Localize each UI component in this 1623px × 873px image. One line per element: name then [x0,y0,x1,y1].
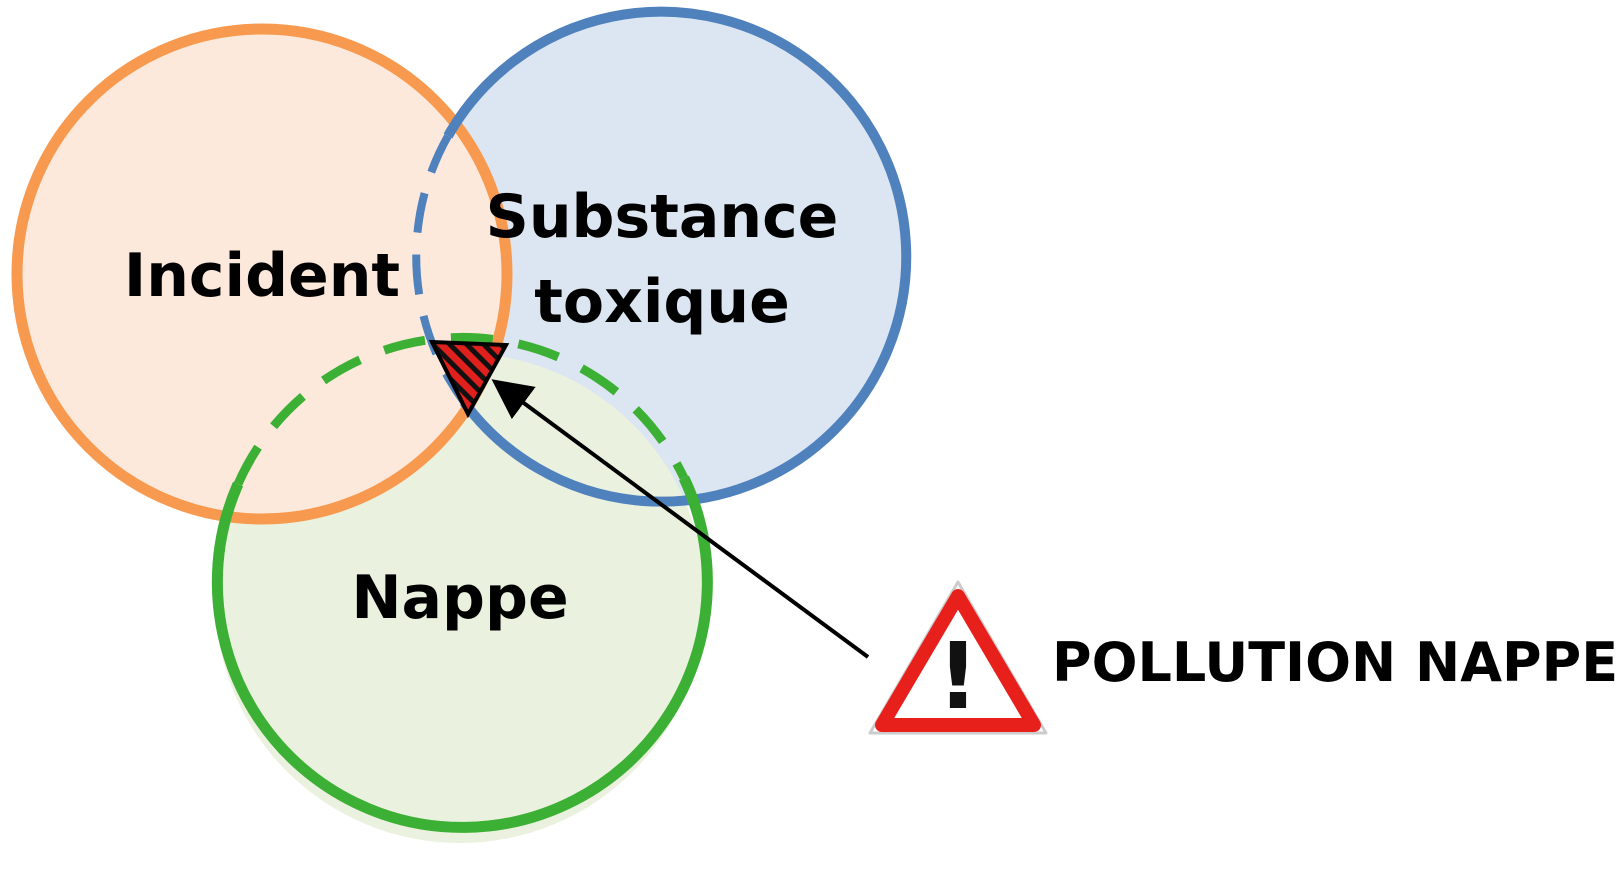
intersection-marker [428,339,510,419]
warning-triangle-icon: ! [868,580,1048,735]
warning-exclamation: ! [937,623,979,730]
pointer-arrow [491,379,870,659]
incident-label: Incident [124,241,400,311]
nappe-circle-outline [211,475,713,833]
incident-circle-outline [11,23,513,525]
substance-label-line1: Substance [486,182,839,252]
nappe-label: Nappe [351,563,568,633]
substance-label-line2: toxique [534,267,790,337]
incident-circle-fill [17,29,507,519]
substance-circle-outline [443,6,912,507]
warning-text: POLLUTION NAPPE! [1052,631,1623,694]
nappe-circle-dashed-arc [233,332,689,486]
substance-circle-dashed-arc [412,134,468,405]
